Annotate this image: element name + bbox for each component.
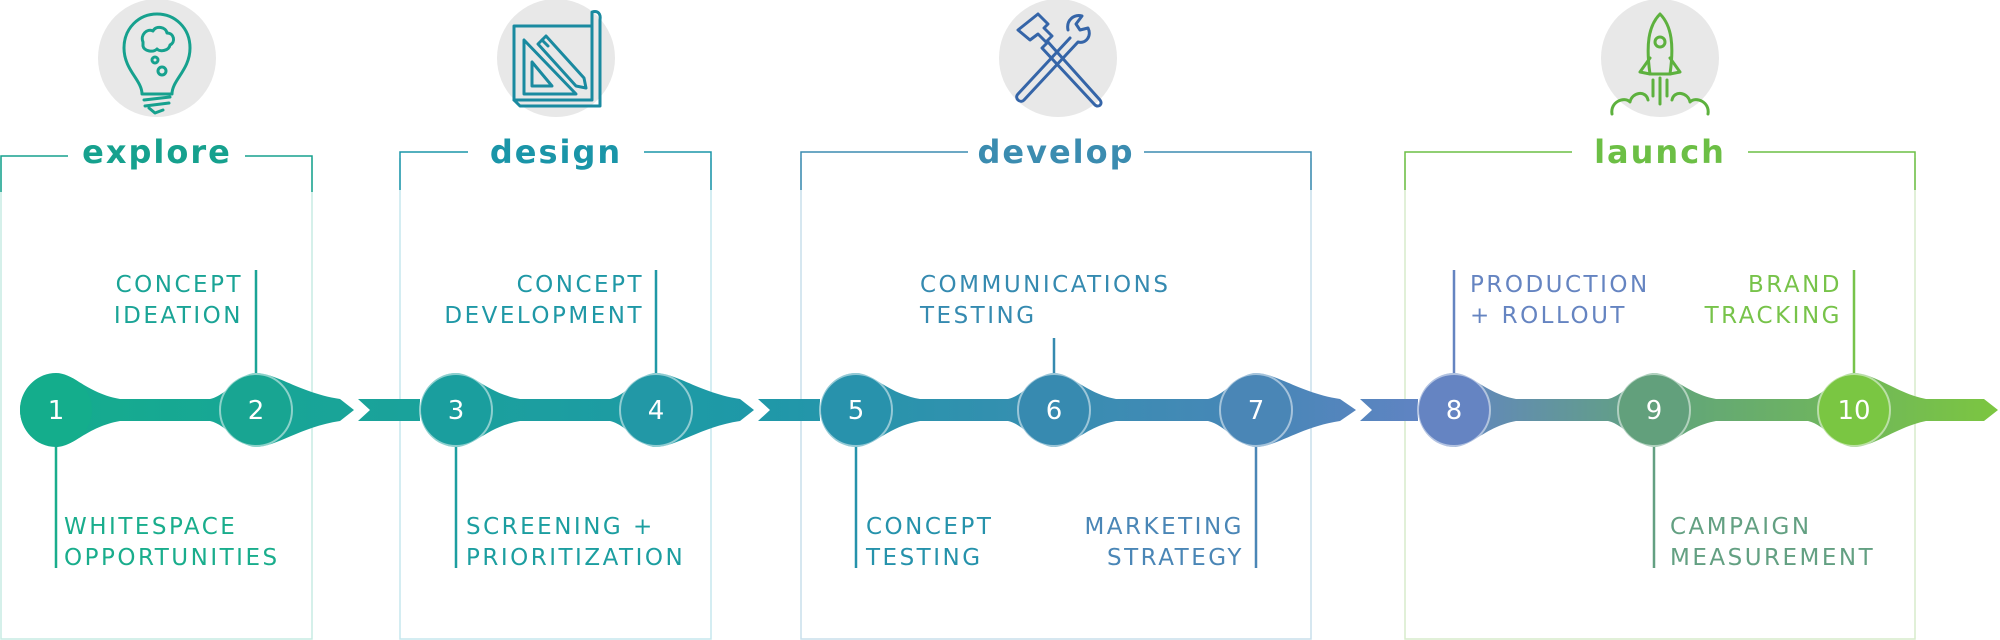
- rocket-icon: [1601, 0, 1719, 117]
- svg-text:5: 5: [848, 396, 865, 426]
- step-label-6: COMMUNICATIONS TESTING: [919, 272, 1170, 329]
- svg-text:TRACKING: TRACKING: [1704, 303, 1842, 329]
- step-nodes: 1 2 3 4 5 6 7 8 9 10: [20, 373, 1891, 447]
- phase-bracket-develop: [800, 151, 1312, 190]
- svg-text:TESTING: TESTING: [919, 303, 1037, 329]
- phase-title-explore: explore: [82, 133, 232, 171]
- svg-text:7: 7: [1248, 396, 1265, 426]
- svg-text:COMMUNICATIONS: COMMUNICATIONS: [920, 272, 1170, 298]
- svg-text:PRIORITIZATION: PRIORITIZATION: [466, 545, 685, 571]
- phase-title-launch: launch: [1594, 133, 1726, 171]
- svg-text:TESTING: TESTING: [865, 545, 983, 571]
- step-label-7: MARKETING STRATEGY: [1084, 514, 1244, 571]
- step-label-5: CONCEPT TESTING: [865, 514, 993, 571]
- svg-text:MEASUREMENT: MEASUREMENT: [1670, 545, 1875, 571]
- step-label-1: WHITESPACE OPPORTUNITIES: [64, 514, 280, 571]
- lightbulb-thought-icon: [98, 0, 216, 117]
- svg-text:4: 4: [648, 396, 665, 426]
- blueprint-ruler-pencil-icon: [497, 0, 615, 117]
- step-node-8: 8: [1417, 373, 1491, 447]
- step-node-5: 5: [819, 373, 893, 447]
- step-node-6: 6: [1017, 373, 1091, 447]
- svg-text:DEVELOPMENT: DEVELOPMENT: [444, 303, 644, 329]
- step-node-1: 1: [20, 374, 92, 446]
- svg-text:WHITESPACE: WHITESPACE: [64, 514, 237, 540]
- phase-title-design: design: [490, 133, 622, 171]
- step-label-3: SCREENING + PRIORITIZATION: [466, 514, 685, 571]
- step-node-9: 9: [1617, 373, 1691, 447]
- svg-text:6: 6: [1046, 396, 1063, 426]
- step-node-3: 3: [419, 373, 493, 447]
- svg-text:CONCEPT: CONCEPT: [866, 514, 993, 540]
- svg-text:1: 1: [48, 396, 65, 426]
- svg-text:8: 8: [1446, 396, 1463, 426]
- svg-text:CAMPAIGN: CAMPAIGN: [1670, 514, 1812, 540]
- svg-text:BRAND: BRAND: [1748, 272, 1842, 298]
- step-node-7: 7: [1219, 373, 1293, 447]
- phase-title-develop: develop: [977, 133, 1134, 171]
- svg-text:+ ROLLOUT: + ROLLOUT: [1470, 303, 1627, 329]
- svg-text:IDEATION: IDEATION: [114, 303, 243, 329]
- svg-text:STRATEGY: STRATEGY: [1107, 545, 1244, 571]
- step-label-9: CAMPAIGN MEASUREMENT: [1670, 514, 1875, 571]
- svg-text:PRODUCTION: PRODUCTION: [1470, 272, 1650, 298]
- svg-text:OPPORTUNITIES: OPPORTUNITIES: [64, 545, 280, 571]
- svg-text:9: 9: [1646, 396, 1663, 426]
- svg-text:SCREENING +: SCREENING +: [466, 514, 655, 540]
- svg-text:10: 10: [1837, 396, 1870, 426]
- phase-bracket-design: [399, 151, 712, 190]
- step-label-4: CONCEPT DEVELOPMENT: [444, 272, 644, 329]
- step-node-4: 4: [619, 373, 693, 447]
- svg-text:3: 3: [448, 396, 465, 426]
- step-label-2: CONCEPT IDEATION: [114, 272, 243, 329]
- step-label-8: PRODUCTION + ROLLOUT: [1470, 272, 1650, 329]
- step-node-2: 2: [219, 373, 293, 447]
- step-label-10: BRAND TRACKING: [1704, 272, 1842, 329]
- svg-text:CONCEPT: CONCEPT: [517, 272, 644, 298]
- phase-bracket-launch: [1404, 151, 1916, 190]
- flow-band: [20, 373, 1998, 447]
- step-node-10: 10: [1817, 373, 1891, 447]
- svg-text:CONCEPT: CONCEPT: [116, 272, 243, 298]
- svg-text:MARKETING: MARKETING: [1084, 514, 1244, 540]
- hammer-wrench-icon: [999, 0, 1117, 117]
- svg-text:2: 2: [248, 396, 265, 426]
- phase-bracket-explore: [0, 155, 313, 192]
